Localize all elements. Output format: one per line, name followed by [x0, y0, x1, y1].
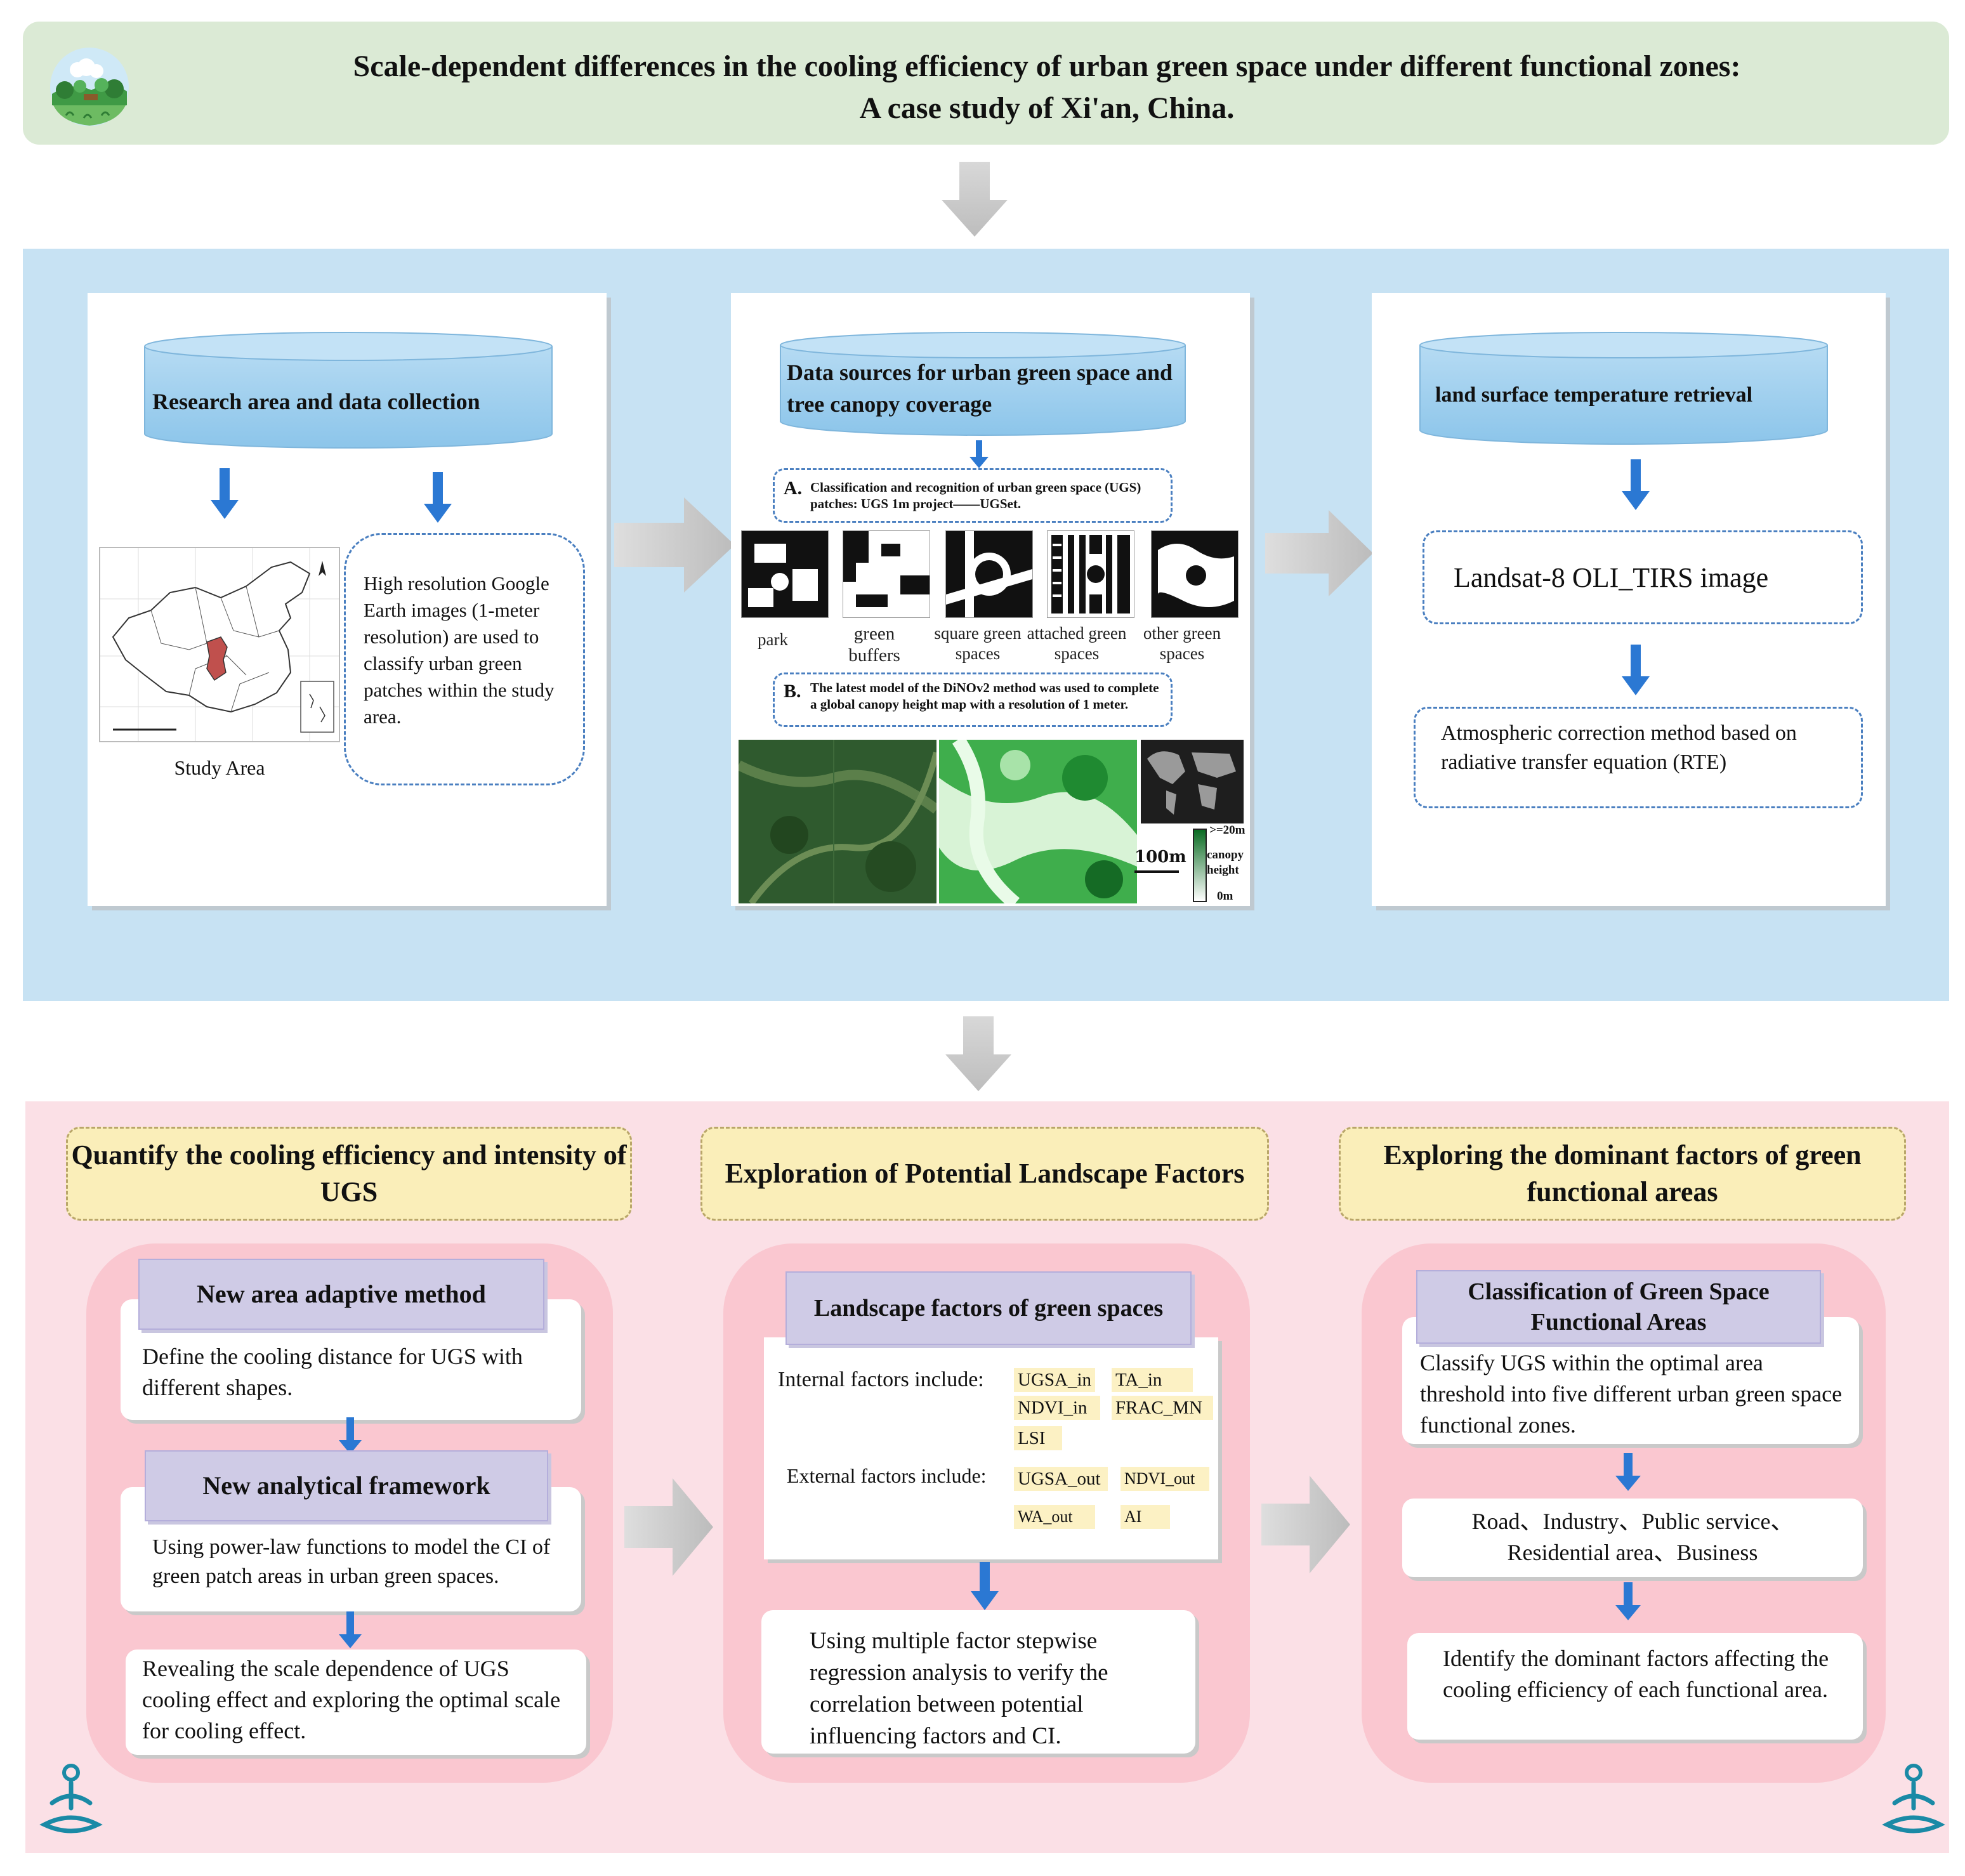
page-title: Scale-dependent differences in the cooli… — [190, 46, 1903, 129]
box-a: A. Classification and recognition of urb… — [773, 468, 1173, 523]
map-caption: Study Area — [174, 756, 265, 779]
person-icon — [1882, 1764, 1945, 1837]
type-label-other-green-spaces: other green spaces — [1143, 624, 1221, 663]
blue-arrow-down — [971, 1562, 999, 1610]
rte-correction-box: Atmospheric correction method based on r… — [1414, 707, 1863, 808]
col2-header: Exploration of Potential Landscape Facto… — [700, 1127, 1269, 1221]
blue-arrow-down — [1615, 1453, 1641, 1491]
scale-bar-label: 100m — [1134, 848, 1186, 867]
lst-cylinder — [1419, 331, 1829, 447]
canopy-height-map — [939, 735, 1137, 909]
factor-tag: FRAC_MN — [1112, 1396, 1213, 1420]
title-line-1: Scale-dependent differences in the cooli… — [353, 49, 1741, 83]
step3-box: Revealing the scale dependence of UGS co… — [126, 1650, 586, 1755]
landsat-image-box: Landsat-8 OLI_TIRS image — [1423, 530, 1863, 624]
functional-zones-box: Road、Industry、Public service、 Residentia… — [1402, 1499, 1863, 1577]
box-b-text: The latest model of the DiNOv2 method wa… — [810, 680, 1159, 712]
attached-green-spaces-thumbnail — [1047, 530, 1134, 618]
regression-box: Using multiple factor stepwise regressio… — [761, 1610, 1195, 1754]
blue-arrow-down — [969, 440, 989, 468]
zones-line-1: Road、Industry、Public service、 — [1471, 1509, 1794, 1534]
blue-arrow-down — [211, 468, 239, 519]
canopy-legend-ramp — [1193, 829, 1207, 902]
research-area-label: Research area and data collection — [152, 389, 480, 414]
factor-tag: NDVI_in — [1014, 1396, 1100, 1420]
step2-text: Using power-law functions to model the C… — [152, 1535, 551, 1588]
blue-arrow-down — [339, 1417, 362, 1454]
flow-arrow-down-1 — [942, 162, 1008, 237]
blue-arrow-down — [1622, 645, 1650, 695]
blue-arrow-down — [1615, 1582, 1641, 1620]
col3-header: Exploring the dominant factors of green … — [1339, 1127, 1906, 1221]
title-line-2: A case study of Xi'an, China. — [859, 91, 1235, 125]
flow-arrow-right-1 — [614, 497, 735, 593]
type-label-park: park — [758, 630, 788, 649]
data-sources-cylinder — [779, 331, 1186, 438]
research-area-cylinder — [143, 331, 553, 452]
classification-title: Classification of Green Space Functional… — [1416, 1270, 1821, 1344]
square-green-spaces-thumbnail — [945, 530, 1033, 618]
external-factors-label: External factors include: — [787, 1464, 987, 1487]
factor-tag: LSI — [1014, 1426, 1062, 1450]
step1-title: New area adaptive method — [138, 1259, 544, 1330]
person-icon — [39, 1764, 103, 1837]
step2-title: New analytical framework — [145, 1450, 548, 1521]
title-banner — [23, 22, 1949, 145]
legend-min-label: 0m — [1217, 889, 1233, 903]
col1-header: Quantify the cooling efficiency and inte… — [66, 1127, 632, 1221]
dominant-factors-box: Identify the dominant factors affecting … — [1407, 1633, 1863, 1740]
green-buffers-thumbnail — [843, 530, 930, 618]
google-earth-description: High resolution Google Earth images (1-m… — [344, 533, 585, 785]
internal-factors-label: Internal factors include: — [778, 1368, 984, 1391]
flow-arrow-right-2 — [1265, 510, 1386, 605]
box-b-letter: B. — [784, 681, 801, 702]
legend-title: canopy height — [1207, 848, 1244, 878]
type-label-green-buffers: green buffers — [848, 624, 900, 666]
box-a-letter: A. — [784, 478, 803, 499]
park-thumbnail — [741, 530, 829, 618]
flow-arrow-right-4 — [1261, 1476, 1382, 1573]
factor-tag: NDVI_out — [1121, 1467, 1209, 1491]
study-area-map — [99, 547, 340, 742]
lst-label: land surface temperature retrieval — [1435, 383, 1753, 407]
box-a-text: Classification and recognition of urban … — [810, 480, 1141, 511]
type-label-square-green-spaces: square green spaces — [934, 624, 1022, 663]
flow-arrow-right-3 — [624, 1478, 745, 1576]
legend-title-line1: canopy — [1207, 848, 1244, 862]
factor-tag: WA_out — [1014, 1505, 1095, 1529]
blue-arrow-down — [424, 472, 452, 523]
data-sources-label: Data sources for urban green space and t… — [787, 360, 1173, 417]
park-landscape-icon — [47, 44, 132, 129]
flow-arrow-down-2 — [945, 1016, 1011, 1091]
blue-arrow-down — [1622, 459, 1650, 510]
factor-tag: TA_in — [1112, 1368, 1193, 1392]
legend-title-line2: height — [1207, 863, 1239, 877]
box-b: B. The latest model of the DiNOv2 method… — [773, 672, 1173, 727]
factor-tag: UGSA_out — [1014, 1467, 1108, 1491]
other-green-spaces-thumbnail — [1151, 530, 1239, 618]
global-canopy-thumbnail — [1141, 740, 1244, 823]
step1-text: Define the cooling distance for UGS with… — [142, 1344, 523, 1400]
satellite-image — [736, 740, 940, 905]
scale-bar — [1134, 870, 1179, 873]
factor-tag: UGSA_in — [1014, 1368, 1096, 1392]
legend-max-label: >=20m — [1209, 823, 1245, 837]
factors-title: Landscape factors of green spaces — [785, 1271, 1192, 1345]
zones-line-2: Residential area、Business — [1507, 1540, 1758, 1565]
type-label-attached-green-spaces: attached green spaces — [1027, 624, 1127, 663]
factor-tag: AI — [1121, 1505, 1170, 1529]
blue-arrow-down — [339, 1611, 362, 1648]
